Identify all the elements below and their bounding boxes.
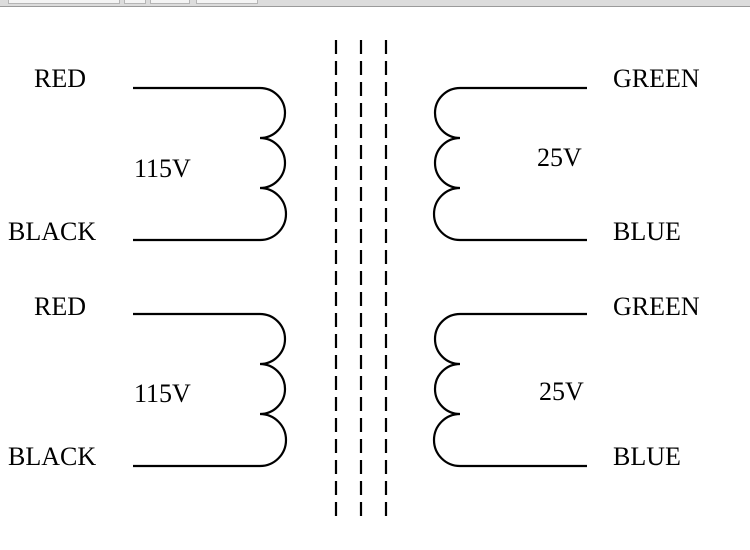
lower-primary-winding [133,312,288,468]
lower-primary-voltage-label: 115V [134,379,191,408]
lower-primary-coil [259,312,288,468]
lower-secondary-coil [432,312,461,468]
toolbar-button [150,0,190,4]
lower-primary-bottom-lead-label: BLACK [8,442,97,471]
window-top-edge [0,0,750,7]
lower-secondary-voltage-label: 25V [539,377,584,406]
upper-primary-coil [259,86,288,242]
upper-primary-voltage-label: 115V [134,154,191,183]
upper-secondary-top-lead-label: GREEN [613,64,700,93]
upper-secondary-voltage-label: 25V [537,143,582,172]
lower-secondary-winding [432,312,587,468]
lower-secondary-top-lead-label: GREEN [613,292,700,321]
toolbar-tab [196,0,258,4]
upper-primary-winding [133,86,288,242]
transformer-core [334,40,388,518]
upper-secondary-coil [432,86,461,242]
upper-primary-top-lead-label: RED [34,64,86,93]
upper-primary-bottom-lead-label: BLACK [8,217,97,246]
lower-secondary-bottom-lead-label: BLUE [613,442,681,471]
upper-secondary-winding [432,86,587,242]
upper-secondary-bottom-lead-label: BLUE [613,217,681,246]
toolbar-field [8,0,120,4]
lower-primary-top-lead-label: RED [34,292,86,321]
toolbar-button [124,0,146,4]
